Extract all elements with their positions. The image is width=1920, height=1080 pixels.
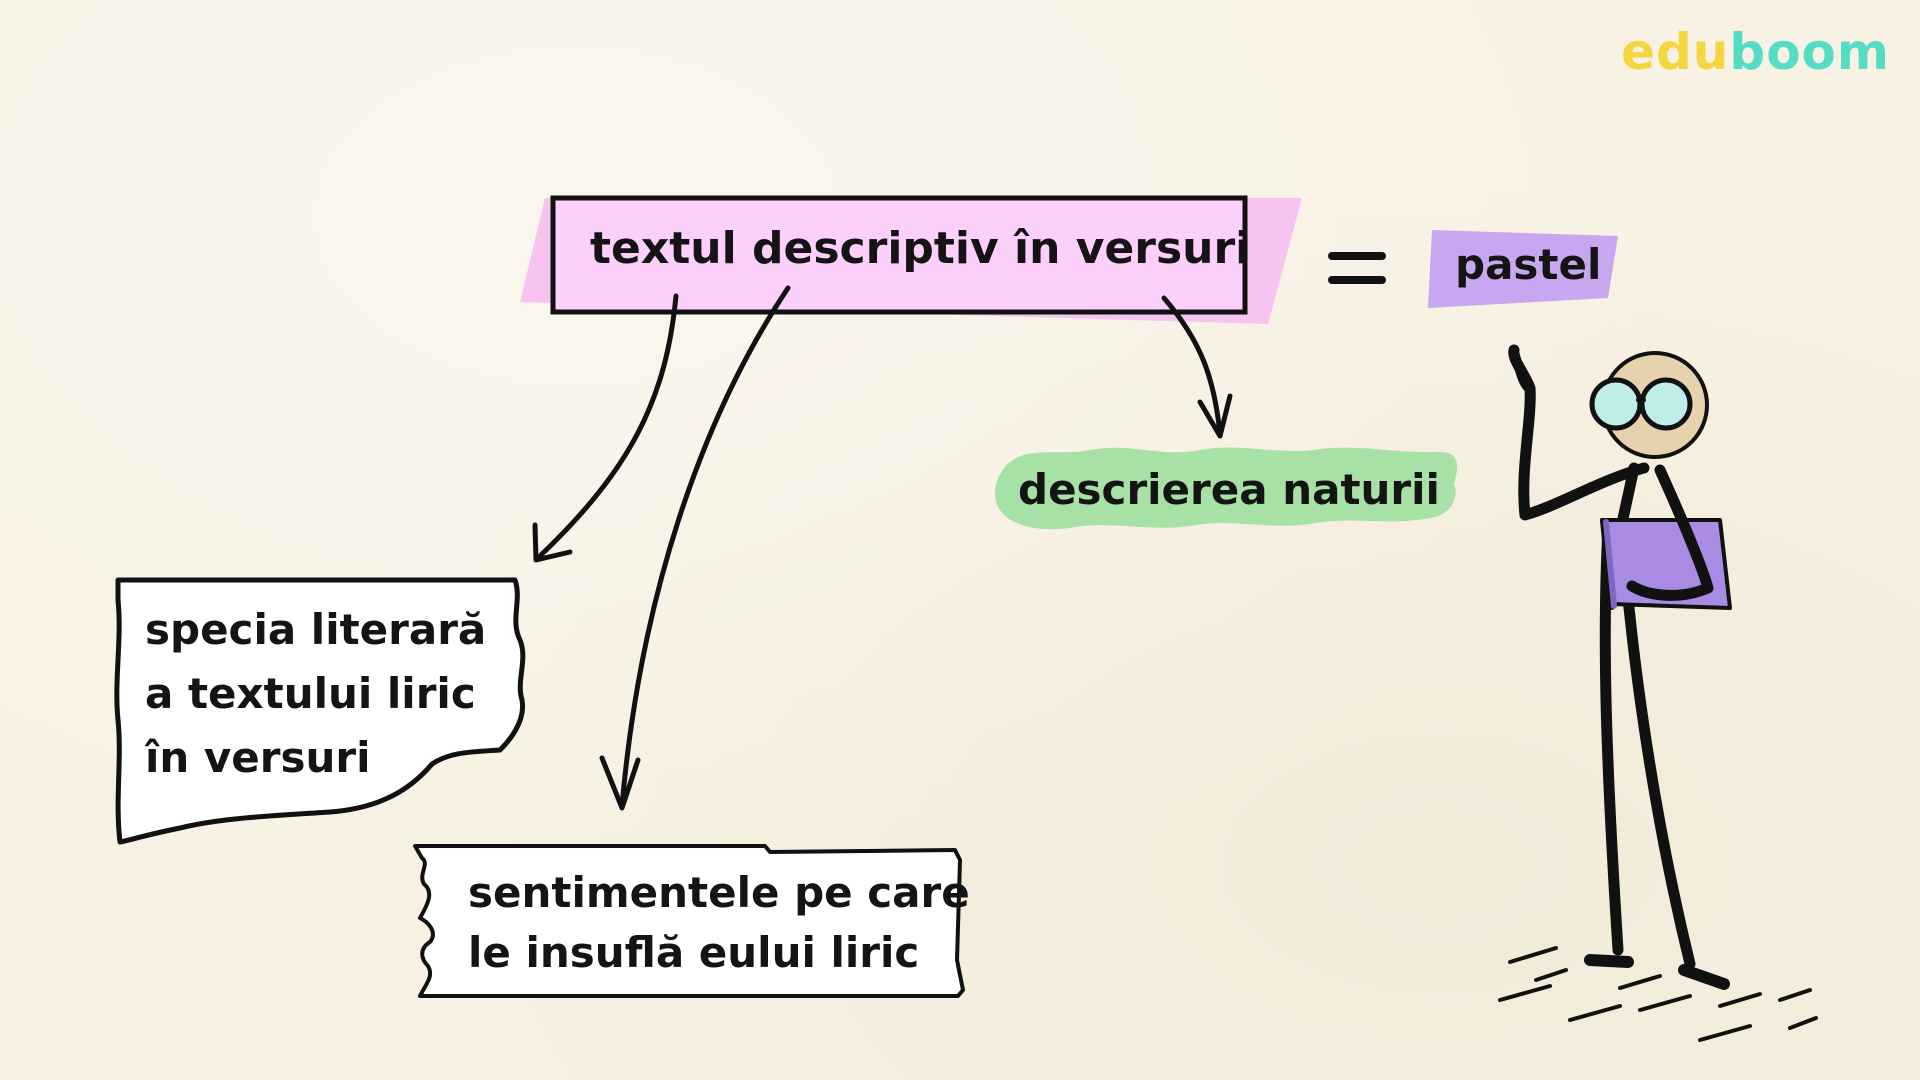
equals-sign xyxy=(1328,252,1386,284)
diagram-arrows xyxy=(532,285,1233,811)
arrow-to-feelings-head xyxy=(599,755,641,811)
main-box-frame xyxy=(550,195,1248,315)
nature-description-label: descrierea naturii xyxy=(1018,465,1440,514)
main-concept-label: textul descriptiv în versuri xyxy=(590,223,1251,274)
glasses xyxy=(1589,377,1693,431)
feelings-paper-card xyxy=(413,844,965,998)
professor-with-glasses-icon xyxy=(1498,344,1818,1042)
nature-cloud xyxy=(995,447,1458,530)
arrow-to-feelings xyxy=(619,285,791,809)
main-concept-box xyxy=(520,195,1302,324)
feelings-label: sentimentele pe care le insuflă eului li… xyxy=(468,868,970,977)
logo-part-edu: edu xyxy=(1621,23,1730,81)
logo-part-boom: boom xyxy=(1729,23,1890,81)
brand-logo: eduboom xyxy=(1621,22,1890,82)
arrow-to-nature-head xyxy=(1197,393,1233,439)
arrow-to-species-head xyxy=(532,522,573,563)
synonym-tag xyxy=(1428,230,1618,308)
species-note-card xyxy=(114,577,526,845)
ground-hatch xyxy=(1498,946,1818,1042)
synonym-label: pastel xyxy=(1455,240,1602,289)
arrow-to-nature xyxy=(1161,295,1223,437)
arrow-to-species xyxy=(537,293,679,559)
species-label: specia literară a textului liric în vers… xyxy=(145,605,487,782)
